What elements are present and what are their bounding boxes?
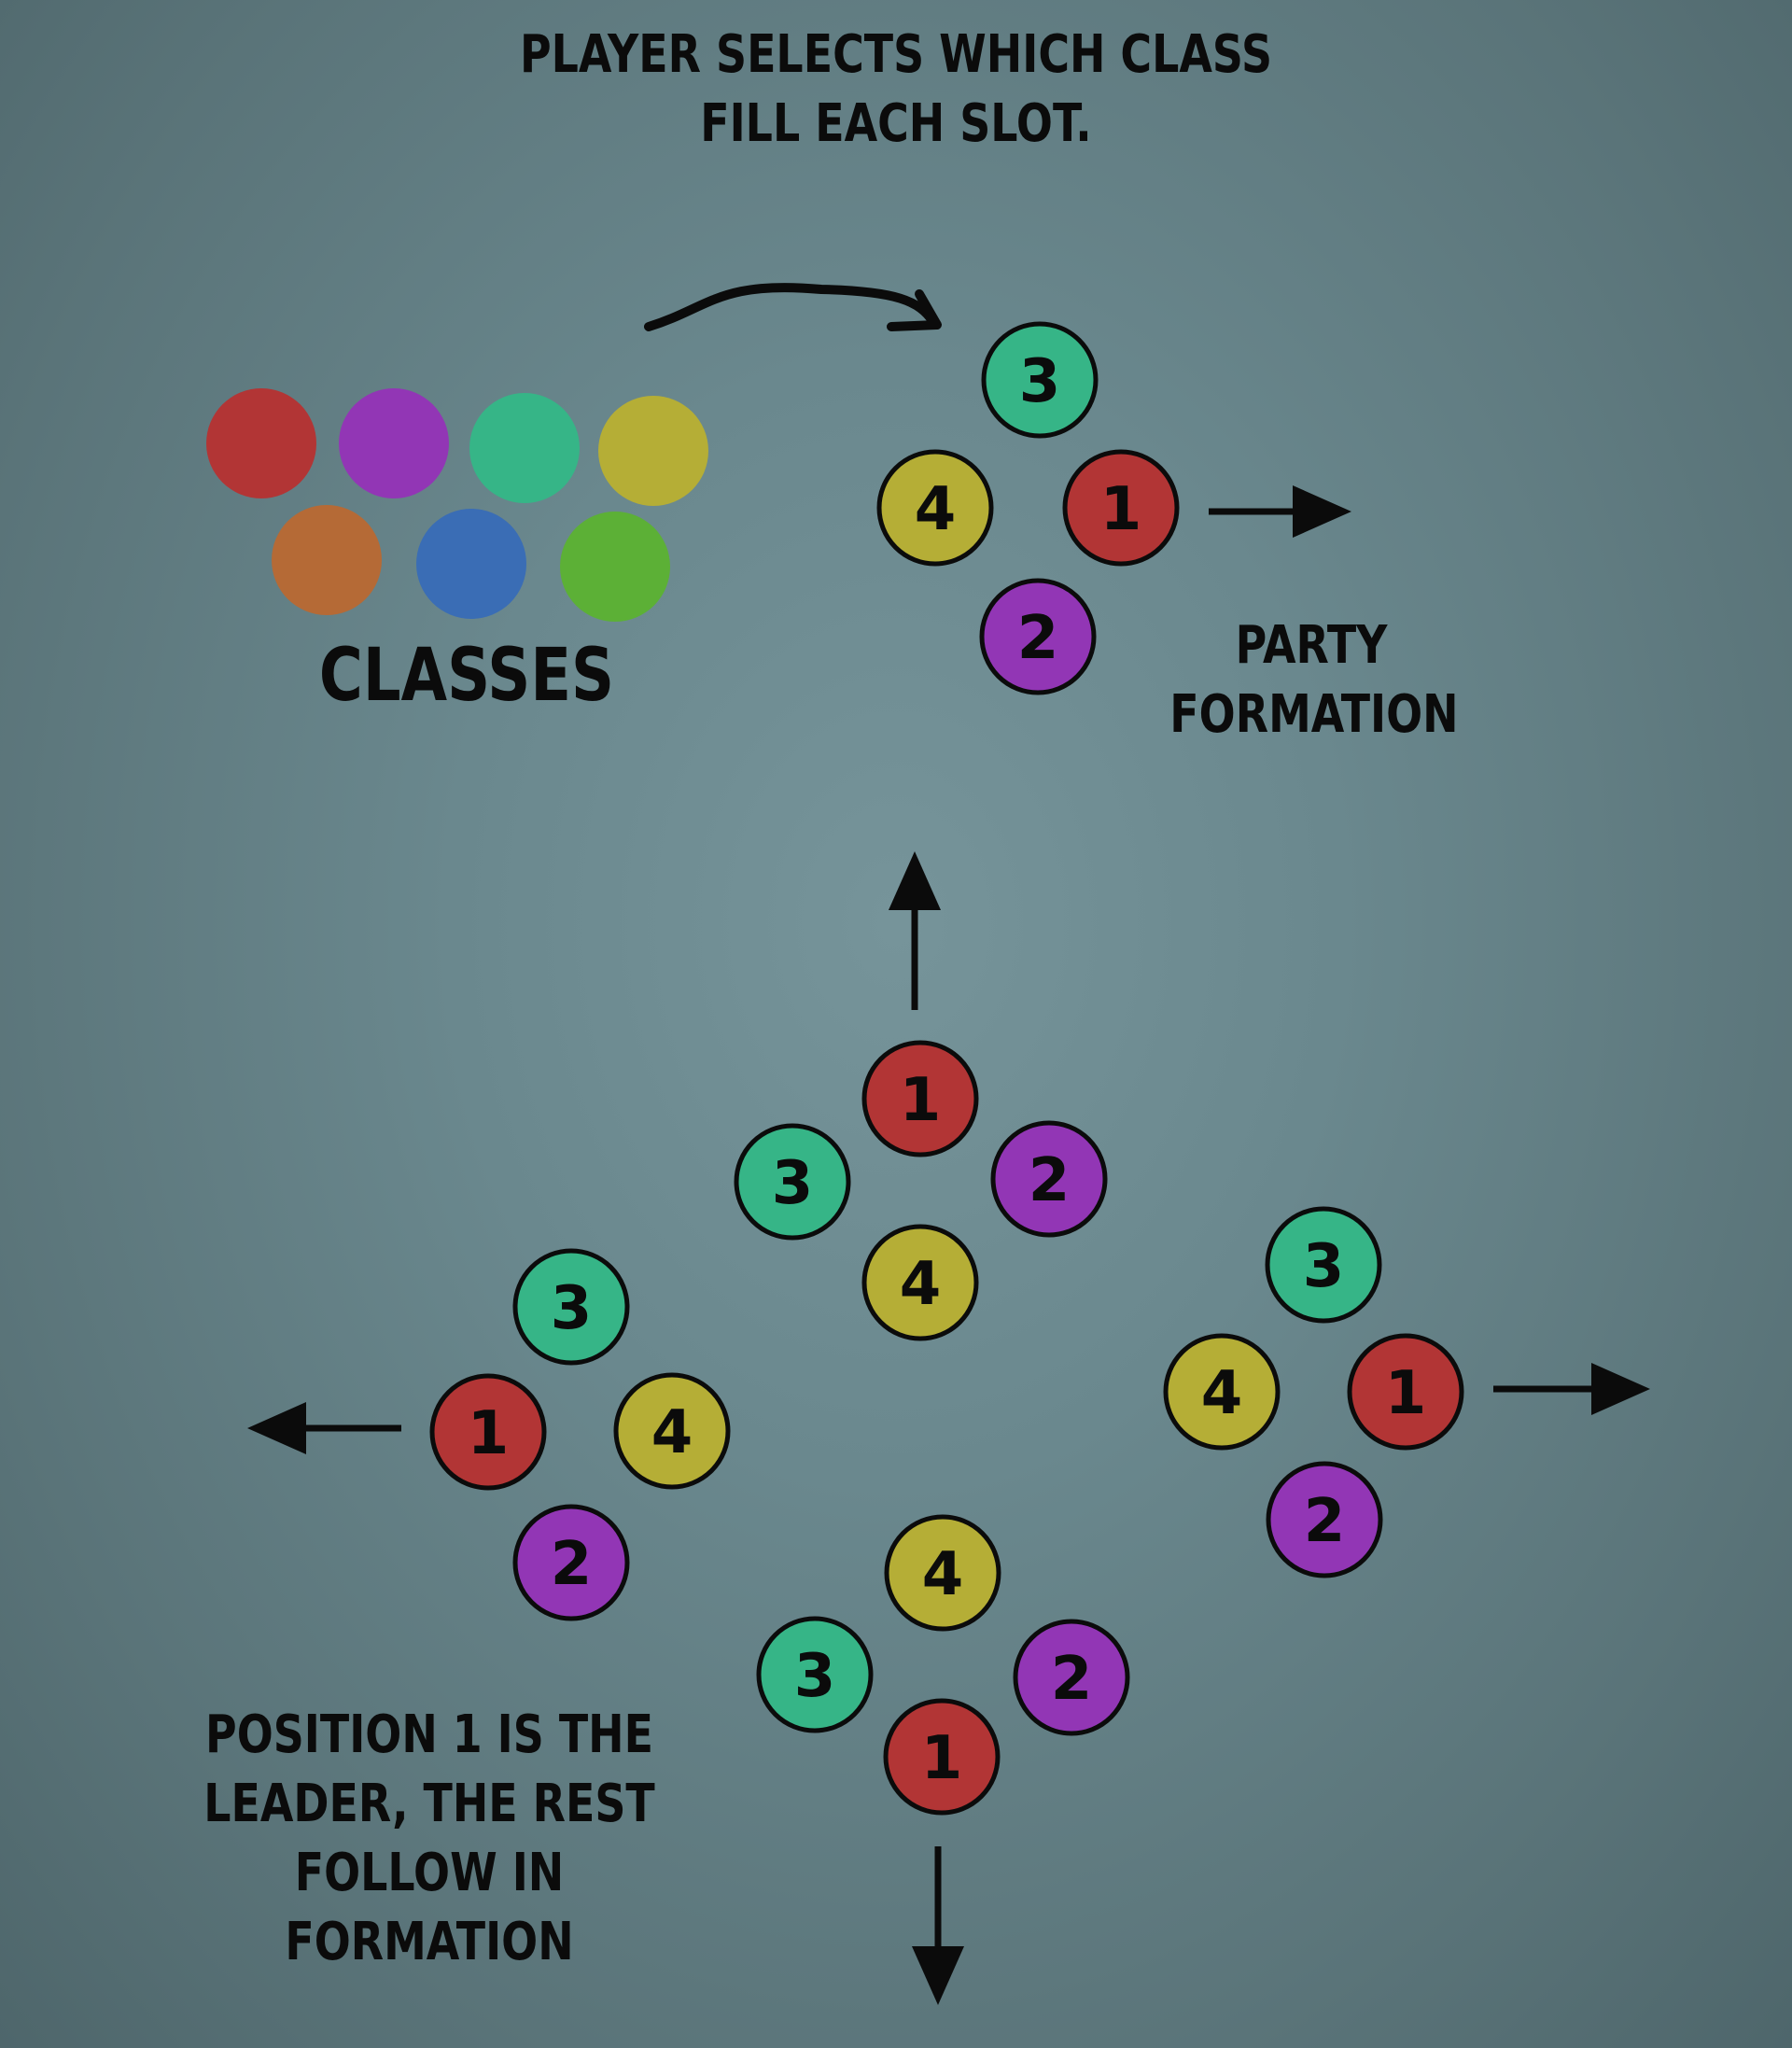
slot-1-circle: [861, 1040, 979, 1157]
formation-right: 34 12: [1163, 1206, 1464, 1578]
slot-2-circle: [512, 1504, 630, 1621]
formation-up: 1 3 2 4: [734, 1040, 1108, 1341]
class-blue-dot: [416, 509, 526, 619]
slot-3-number: 3: [1303, 1232, 1345, 1301]
class-purple-dot: [339, 388, 449, 498]
class-green-dot: [560, 512, 670, 622]
slot-1-number: 1: [1385, 1359, 1427, 1428]
slot-4-number: 4: [900, 1250, 942, 1319]
class-yellow-dot: [598, 396, 708, 506]
slot-2-number: 2: [1029, 1146, 1071, 1215]
slot-1-number: 1: [1100, 475, 1142, 544]
class-teal-dot: [469, 393, 580, 503]
slot-4-number: 4: [922, 1540, 964, 1609]
selection-arrowhead: [887, 289, 942, 331]
classes-label: CLASSES: [318, 634, 615, 718]
slot-2-number: 2: [1304, 1487, 1346, 1556]
class-palette: [206, 388, 708, 622]
slot-1-circle: [883, 1698, 1001, 1816]
slot-2-circle: [990, 1120, 1108, 1238]
party-formation-label: PARTY FORMATION: [1169, 615, 1459, 745]
formation-left: 31 42: [429, 1248, 731, 1621]
slot-4-circle: [876, 449, 994, 567]
slot-4-circle: [861, 1224, 979, 1341]
slot-1-number: 1: [921, 1724, 963, 1793]
slot-4-circle: [884, 1514, 1001, 1632]
slot-4-circle: [1163, 1333, 1281, 1451]
slot-3-circle: [756, 1616, 874, 1733]
class-orange-dot: [272, 505, 382, 615]
slot-2-number: 2: [1017, 604, 1059, 673]
slot-3-circle: [1265, 1206, 1382, 1324]
slot-3-circle: [512, 1248, 630, 1366]
formation-down: 4 3 2 1: [756, 1514, 1130, 1816]
leader-note: POSITION 1 IS THE LEADER, THE REST FOLLO…: [203, 1704, 655, 1972]
selection-arrow: [644, 283, 938, 331]
slot-3-circle: [981, 321, 1099, 439]
slot-4-circle: [613, 1372, 731, 1490]
diagram-title: PLAYER SELECTS WHICH CLASS FILL EACH SLO…: [519, 24, 1273, 154]
slot-4-number: 4: [1201, 1359, 1243, 1428]
slot-1-circle: [1347, 1333, 1464, 1451]
slot-4-number: 4: [651, 1398, 693, 1467]
slot-3-number: 3: [794, 1642, 836, 1711]
slot-2-number: 2: [1051, 1645, 1093, 1714]
slot-2-circle: [1013, 1619, 1130, 1736]
slot-1-circle: [429, 1373, 547, 1491]
slot-2-number: 2: [551, 1530, 593, 1599]
slot-3-number: 3: [551, 1274, 593, 1343]
class-red-dot: [206, 388, 316, 498]
slot-2-circle: [979, 578, 1097, 695]
party-formation: 34 12: [876, 321, 1180, 695]
slot-1-circle: [1062, 449, 1180, 567]
slot-4-number: 4: [915, 475, 957, 544]
slot-3-circle: [734, 1123, 851, 1241]
slot-3-number: 3: [1019, 347, 1061, 416]
slot-2-circle: [1266, 1461, 1383, 1578]
slot-1-number: 1: [900, 1066, 942, 1135]
slot-3-number: 3: [772, 1149, 814, 1218]
slot-1-number: 1: [468, 1399, 510, 1468]
